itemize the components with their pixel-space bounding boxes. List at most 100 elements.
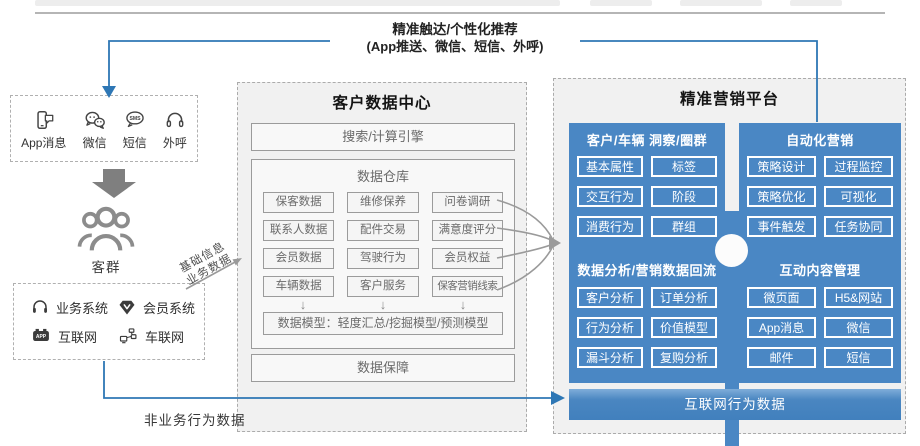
panel-insight: 客户/车辆 洞察/圈群 基本属性 标签 交互行为 阶段 消费行为 群组 [569,123,725,248]
banner-subtitle: (App推送、微信、短信、外呼) [366,39,544,54]
panel-item: H5&网站 [824,287,893,308]
top-divider-line [35,12,885,14]
panel-title: 数据分析/营销数据回流 [577,263,717,278]
source-internet: APP 互联网 [22,326,109,346]
top-artifact [590,0,652,6]
panel-item: App消息 [747,317,816,338]
warehouse-cell: 会员权益 [431,248,503,269]
sms-icon: SMS [125,110,144,127]
touchpoint-label: App消息 [21,135,67,150]
panel-item: 微页面 [747,287,816,308]
panel-item: 行为分析 [577,317,643,338]
touchpoints-box: App消息 微信 SMS 短信 [10,95,198,162]
top-artifact [680,0,762,6]
down-arrow-icon: ↓ [379,297,387,312]
warehouse-cell: 满意度评分 [431,220,503,241]
top-artifact [35,0,560,6]
source-label: 互联网 [58,329,98,345]
panel-title: 自动化营销 [786,133,854,148]
panel-item: 客户分析 [577,287,643,308]
customer-data-center: 客户数据中心 搜索/计算引擎 数据仓库 保客数据 维修保养 问卷调研 联系人数据… [237,82,527,432]
source-label: 业务系统 [56,300,109,316]
touchpoint-label: 外呼 [162,135,187,150]
panel-automation: 自动化营销 策略设计 过程监控 策略优化 可视化 事件触发 任务协同 [739,123,901,248]
internet-behavior-bar: 互联网行为数据 [569,389,901,420]
panel-item: 微信 [824,317,893,338]
panel-item: 短信 [824,347,893,368]
marketing-platform: 精准营销平台 客户/车辆 洞察/圈群 基本属性 标签 交互行为 阶段 消费行为 … [553,78,906,446]
audience-group: 客群 [66,200,146,276]
touchpoint-label: 短信 [122,135,147,150]
recommendation-banner: 精准触达/个性化推荐 (App推送、微信、短信、外呼) [330,21,580,55]
touchpoint-wechat: 微信 [83,109,107,151]
connected-car-icon [119,328,137,344]
panel-item: 事件触发 [747,216,816,237]
app-message-icon [37,110,54,129]
banner-title: 精准触达/个性化推荐 [392,22,518,37]
touchpoint-label: 微信 [82,135,107,150]
panel-item: 策略优化 [747,186,816,207]
panel-item: 可视化 [824,186,893,207]
warehouse-cell: 维修保养 [347,192,419,213]
panel-analytics: 数据分析/营销数据回流 客户分析 订单分析 行为分析 价值模型 漏斗分析 复购分… [569,253,725,383]
data-assurance: 数据保障 [251,354,515,382]
warehouse-cell: 保客数据 [263,192,335,213]
warehouse-cell: 会员数据 [263,248,335,269]
vip-diamond-icon [119,300,135,315]
wechat-icon [85,111,105,129]
panel-item: 群组 [651,216,717,237]
outbound-call-icon [166,112,184,127]
data-model-box: 数据模型：轻度汇总/挖掘模型/预测模型 [263,312,503,335]
touchpoint-outbound-call: 外呼 [163,109,187,151]
warehouse-cell: 问卷调研 [431,192,503,213]
warehouse-cell: 保客营销线索 [431,276,503,297]
touchpoint-sms: SMS 短信 [123,109,147,151]
warehouse-cell: 车辆数据 [263,276,335,297]
touchpoint-app-message: App消息 [21,109,66,151]
panel-item: 交互行为 [577,186,643,207]
svg-text:APP: APP [36,334,47,340]
non-business-data-label: 非业务行为数据 [144,413,246,428]
warehouse-cell: 配件交易 [347,220,419,241]
source-label: 会员系统 [143,300,196,316]
panel-item: 复购分析 [651,347,717,368]
down-arrow-icon: ↓ [299,297,307,312]
top-artifact [790,0,842,6]
data-warehouse-title: 数据仓库 [356,169,409,184]
panel-item: 订单分析 [651,287,717,308]
panel-item: 任务协同 [824,216,893,237]
panel-item: 价值模型 [651,317,717,338]
data-center-title: 客户数据中心 [332,95,432,112]
app-badge-icon: APP [33,328,49,341]
panel-connector-vertical [725,211,739,446]
source-connected-car: 车联网 [109,326,196,346]
warehouse-grid: 保客数据 维修保养 问卷调研 联系人数据 配件交易 满意度评分 会员数据 驾驶行… [263,192,503,297]
audience-label: 客群 [91,260,121,275]
panel-title: 互动内容管理 [779,263,861,278]
panel-content: 互动内容管理 微页面 H5&网站 App消息 微信 邮件 短信 [739,253,901,383]
panel-item: 策略设计 [747,156,816,177]
source-label: 车联网 [145,329,185,345]
down-arrow-icon: ↓ [459,297,467,312]
panel-item: 过程监控 [824,156,893,177]
people-group-icon [77,206,135,251]
panel-item: 消费行为 [577,216,643,237]
panel-item: 邮件 [747,347,816,368]
data-sources-box: 业务系统 会员系统 APP 互联网 [13,283,205,360]
source-member-system: 会员系统 [109,297,196,317]
platform-title: 精准营销平台 [679,91,779,108]
panel-item: 阶段 [651,186,717,207]
source-business-system: 业务系统 [22,297,109,317]
data-warehouse: 数据仓库 保客数据 维修保养 问卷调研 联系人数据 配件交易 满意度评分 会员数… [251,159,515,349]
warehouse-cell: 驾驶行为 [347,248,419,269]
model-arrows: ↓ ↓ ↓ [263,297,503,312]
warehouse-cell: 客户服务 [347,276,419,297]
svg-text:SMS: SMS [129,116,141,122]
panel-item: 漏斗分析 [577,347,643,368]
panel-title: 客户/车辆 洞察/圈群 [586,133,708,148]
panel-item: 基本属性 [577,156,643,177]
hub-circle [715,234,748,267]
search-compute-engine: 搜索/计算引擎 [251,123,515,151]
panel-item: 标签 [651,156,717,177]
